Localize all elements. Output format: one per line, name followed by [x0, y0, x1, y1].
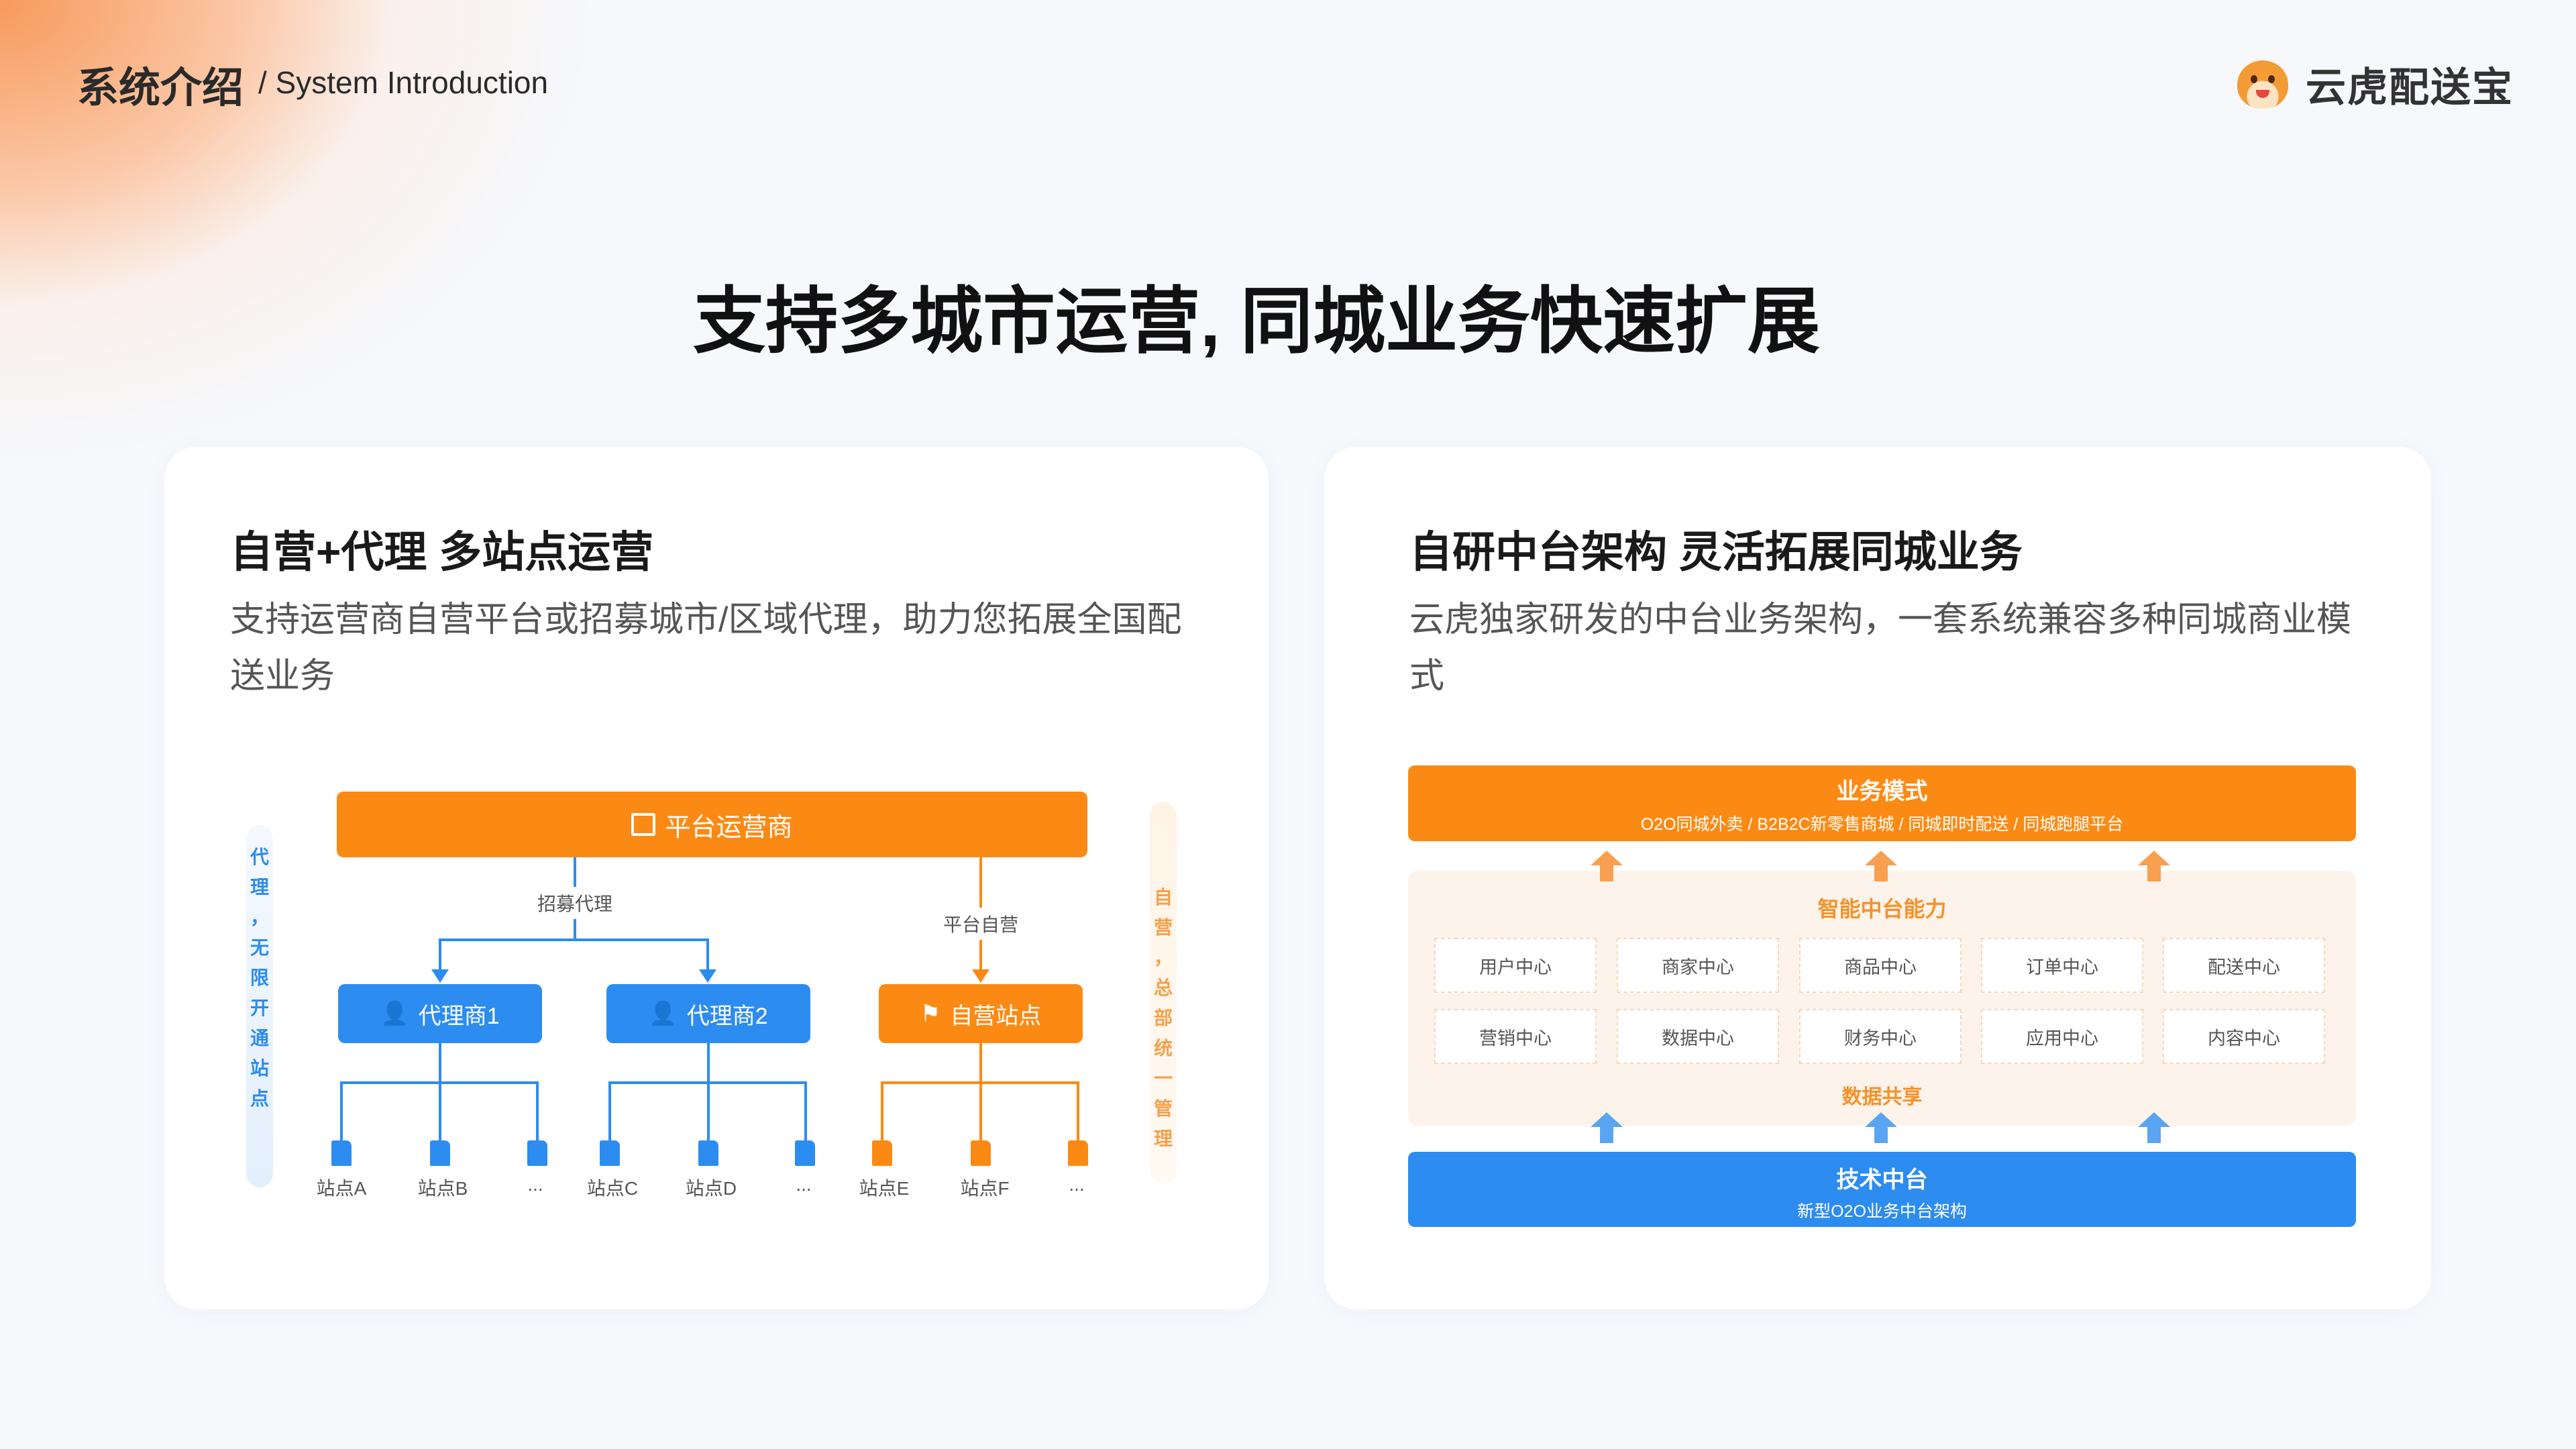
recruit-label: 招募代理 — [537, 887, 613, 919]
center-cell: 营销中心 — [1434, 1009, 1597, 1064]
agent-1-box: 👤代理商1 — [338, 984, 542, 1043]
flag-icon: ⚑ — [920, 1001, 941, 1026]
building-icon — [331, 1140, 352, 1166]
section-title: 系统介绍 — [77, 63, 244, 112]
station-label: ... — [527, 1174, 543, 1195]
station-label: ... — [796, 1174, 812, 1195]
agent-2-box: 👤代理商2 — [606, 984, 810, 1043]
tech-platform-title: 技术中台 — [1836, 1167, 1928, 1193]
building-icon — [527, 1140, 547, 1166]
business-model-title: 业务模式 — [1836, 779, 1928, 804]
center-cell: 财务中心 — [1799, 1009, 1962, 1064]
business-model-list: O2O同城外卖 / B2B2C新零售商城 / 同城即时配送 / 同城跑腿平台 — [1640, 815, 2124, 834]
middle-platform-area — [1408, 871, 2356, 1126]
data-share-label: 数据共享 — [1841, 1086, 1923, 1108]
left-note: 代理，无限开通站点 — [250, 847, 269, 1109]
center-cell: 商品中心 — [1799, 938, 1962, 993]
tiger-logo-icon — [2237, 60, 2288, 109]
up-arrow-icon — [1865, 851, 1897, 881]
tech-platform-bar: 技术中台 新型O2O业务中台架构 — [1408, 1152, 2356, 1227]
right-note: 自营，总部统一管理 — [1153, 887, 1173, 1149]
brand-name: 云虎配送宝 — [2306, 65, 2514, 110]
business-model-bar: 业务模式 O2O同城外卖 / B2B2C新零售商城 / 同城即时配送 / 同城跑… — [1408, 765, 2356, 841]
building-icon — [872, 1140, 892, 1166]
card-description: 支持运营商自营平台或招募城市/区域代理，助力您拓展全国配送业务 — [230, 600, 1182, 696]
building-icon — [1068, 1140, 1088, 1166]
up-arrow-icon — [1591, 851, 1623, 881]
building-icon — [971, 1140, 991, 1166]
card-title: 自研中台架构 灵活拓展同城业务 — [1409, 528, 2023, 576]
building-icon — [795, 1140, 815, 1166]
platform-operator-box: 平台运营商 — [337, 792, 1087, 857]
right-note-strip — [1150, 802, 1177, 1184]
platform-label: 平台运营商 — [665, 813, 793, 842]
building-icon — [698, 1140, 718, 1166]
card-description: 云虎独家研发的中台业务架构，一套系统兼容多种同城商业模式 — [1409, 600, 2352, 696]
left-note-strip — [246, 825, 273, 1187]
section-subtitle: / System Introduction — [258, 65, 549, 100]
center-cell: 数据中心 — [1617, 1009, 1779, 1064]
station-label: 站点A — [316, 1178, 367, 1199]
building-icon — [600, 1140, 620, 1166]
user-icon: 👤 — [380, 1001, 409, 1026]
up-arrow-icon — [1591, 1112, 1623, 1143]
center-cell: 内容中心 — [2163, 1009, 2325, 1064]
monitor-icon — [631, 813, 656, 836]
self-site-box: ⚑自营站点 — [879, 984, 1083, 1043]
station-label: 站点D — [685, 1178, 737, 1199]
center-cell: 应用中心 — [1981, 1009, 2143, 1064]
center-cell: 配送中心 — [2163, 938, 2325, 993]
station-label: ... — [1069, 1174, 1085, 1195]
brand-logo: 云虎配送宝 — [2237, 55, 2514, 113]
center-cell: 商家中心 — [1617, 938, 1779, 993]
tech-platform-subtitle: 新型O2O业务中台架构 — [1797, 1202, 1967, 1221]
page-title: 支持多城市运营, 同城业务快速扩展 — [692, 280, 1820, 362]
card-title: 自营+代理 多站点运营 — [230, 528, 654, 576]
station-label: 站点C — [586, 1178, 639, 1199]
station-label: 站点B — [417, 1178, 468, 1199]
station-label: 站点F — [960, 1178, 1010, 1199]
station-label: 站点E — [859, 1178, 910, 1199]
up-arrow-icon — [2138, 851, 2170, 881]
middle-platform-title: 智能中台能力 — [1817, 897, 1947, 921]
center-cell: 用户中心 — [1434, 938, 1597, 993]
self-operated-label: 平台自营 — [943, 908, 1019, 940]
building-icon — [430, 1140, 450, 1166]
center-cell: 订单中心 — [1981, 938, 2143, 993]
up-arrow-icon — [2138, 1112, 2170, 1143]
user-icon: 👤 — [649, 1001, 678, 1026]
up-arrow-icon — [1865, 1112, 1897, 1143]
